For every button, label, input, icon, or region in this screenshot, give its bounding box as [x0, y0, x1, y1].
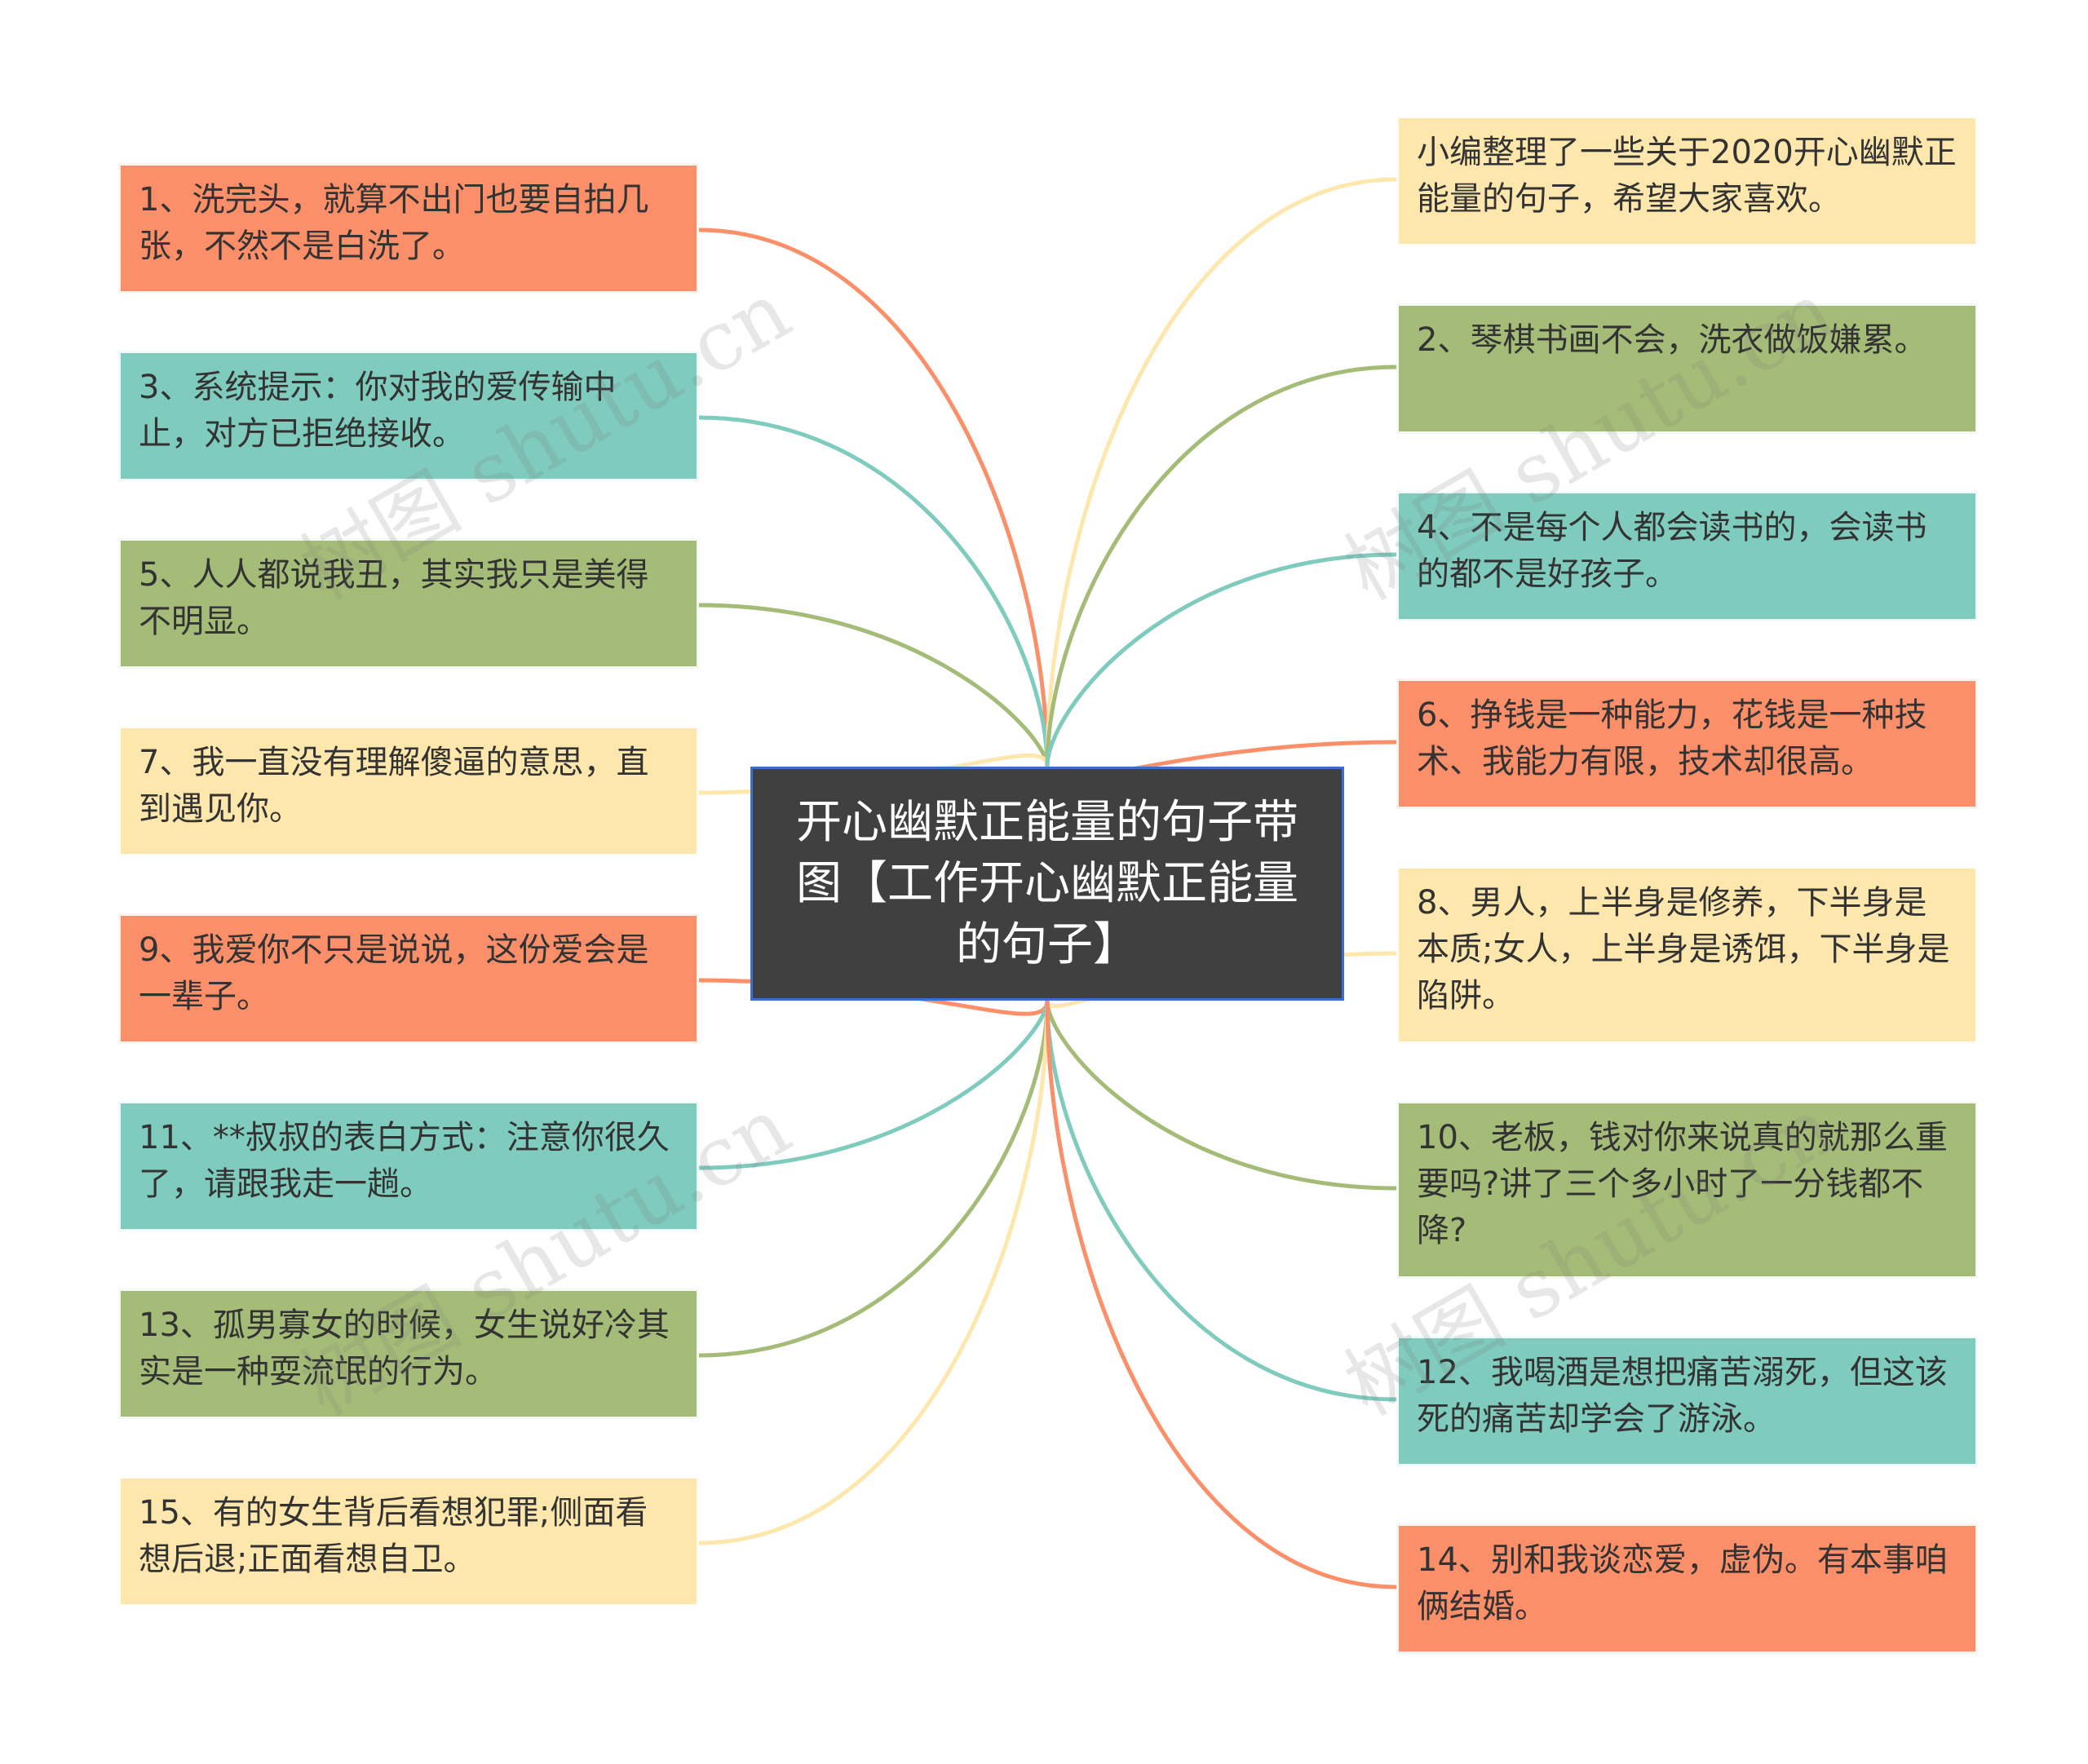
connector-left-5 [698, 1000, 1050, 1170]
node-label: 14、别和我谈恋爱，虚伪。有本事咱俩结婚。 [1417, 1541, 1948, 1625]
connector-right-1 [1045, 365, 1397, 767]
right-node-4[interactable]: 4、不是每个人都会读书的，会读书的都不是好孩子。 [1396, 491, 1978, 621]
left-node-1[interactable]: 1、洗完头，就算不出门也要自拍几张，不然不是白洗了。 [118, 163, 699, 294]
node-label: 10、老板，钱对你来说真的就那么重要吗?讲了三个多小时了一分钱都不降? [1417, 1119, 1948, 1249]
node-label: 3、系统提示：你对我的爱传输中止，对方已拒绝接收。 [139, 369, 617, 453]
right-node-2[interactable]: 2、琴棋书画不会，洗衣做饭嫌累。 [1396, 303, 1978, 434]
connector-right-0 [1045, 177, 1397, 767]
connector-left-6 [698, 1000, 1050, 1358]
left-node-15[interactable]: 15、有的女生背后看想犯罪;侧面看想后退;正面看想自卫。 [118, 1476, 699, 1607]
node-label: 4、不是每个人都会读书的，会读书的都不是好孩子。 [1417, 509, 1927, 593]
right-node-14[interactable]: 14、别和我谈恋爱，虚伪。有本事咱俩结婚。 [1396, 1523, 1978, 1654]
node-label: 1、洗完头，就算不出门也要自拍几张，不然不是白洗了。 [139, 181, 649, 265]
node-label: 12、我喝酒是想把痛苦溺死，但这该死的痛苦却学会了游泳。 [1417, 1354, 1948, 1438]
left-node-5[interactable]: 5、人人都说我丑，其实我只是美得不明显。 [118, 538, 699, 669]
connector-right-7 [1045, 1000, 1397, 1589]
right-node-12[interactable]: 12、我喝酒是想把痛苦溺死，但这该死的痛苦却学会了游泳。 [1396, 1336, 1978, 1466]
right-node-intro[interactable]: 小编整理了一些关于2020开心幽默正能量的句子，希望大家喜欢。 [1396, 116, 1978, 246]
connector-right-6 [1045, 1000, 1397, 1402]
node-label: 小编整理了一些关于2020开心幽默正能量的句子，希望大家喜欢。 [1417, 134, 1957, 218]
node-label: 15、有的女生背后看想犯罪;侧面看想后退;正面看想自卫。 [139, 1494, 648, 1578]
connector-left-1 [698, 415, 1050, 767]
node-label: 6、挣钱是一种能力，花钱是一种技术、我能力有限，技术却很高。 [1417, 696, 1927, 780]
connector-left-0 [698, 228, 1050, 767]
node-label: 11、**叔叔的表白方式：注意你很久了，请跟我走一趟。 [139, 1119, 670, 1203]
node-label: 8、男人，上半身是修养，下半身是本质;女人，上半身是诱饵，下半身是陷阱。 [1417, 884, 1950, 1015]
connector-right-5 [1045, 1000, 1397, 1191]
right-node-10[interactable]: 10、老板，钱对你来说真的就那么重要吗?讲了三个多小时了一分钱都不降? [1396, 1101, 1978, 1279]
left-node-13[interactable]: 13、孤男寡女的时候，女生说好冷其实是一种耍流氓的行为。 [118, 1289, 699, 1419]
left-node-9[interactable]: 9、我爱你不只是说说，这份爱会是一辈子。 [118, 913, 699, 1044]
node-label: 7、我一直没有理解傻逼的意思，直到遇见你。 [139, 744, 649, 828]
left-node-11[interactable]: 11、**叔叔的表白方式：注意你很久了，请跟我走一趟。 [118, 1101, 699, 1231]
node-label: 5、人人都说我丑，其实我只是美得不明显。 [139, 556, 649, 640]
right-node-6[interactable]: 6、挣钱是一种能力，花钱是一种技术、我能力有限，技术却很高。 [1396, 679, 1978, 809]
node-label: 2、琴棋书画不会，洗衣做饭嫌累。 [1417, 321, 1927, 359]
left-node-3[interactable]: 3、系统提示：你对我的爱传输中止，对方已拒绝接收。 [118, 351, 699, 481]
right-node-8[interactable]: 8、男人，上半身是修养，下半身是本质;女人，上半身是诱饵，下半身是陷阱。 [1396, 866, 1978, 1044]
node-label: 9、我爱你不只是说说，这份爱会是一辈子。 [139, 931, 649, 1015]
left-node-7[interactable]: 7、我一直没有理解傻逼的意思，直到遇见你。 [118, 726, 699, 856]
connector-right-2 [1045, 552, 1397, 767]
central-topic-label: 开心幽默正能量的句子带图【工作开心幽默正能量的句子】 [796, 796, 1298, 971]
node-label: 13、孤男寡女的时候，女生说好冷其实是一种耍流氓的行为。 [139, 1306, 670, 1390]
connector-left-2 [698, 603, 1050, 767]
central-topic[interactable]: 开心幽默正能量的句子带图【工作开心幽默正能量的句子】 [750, 767, 1344, 1001]
connector-left-7 [698, 1000, 1050, 1545]
